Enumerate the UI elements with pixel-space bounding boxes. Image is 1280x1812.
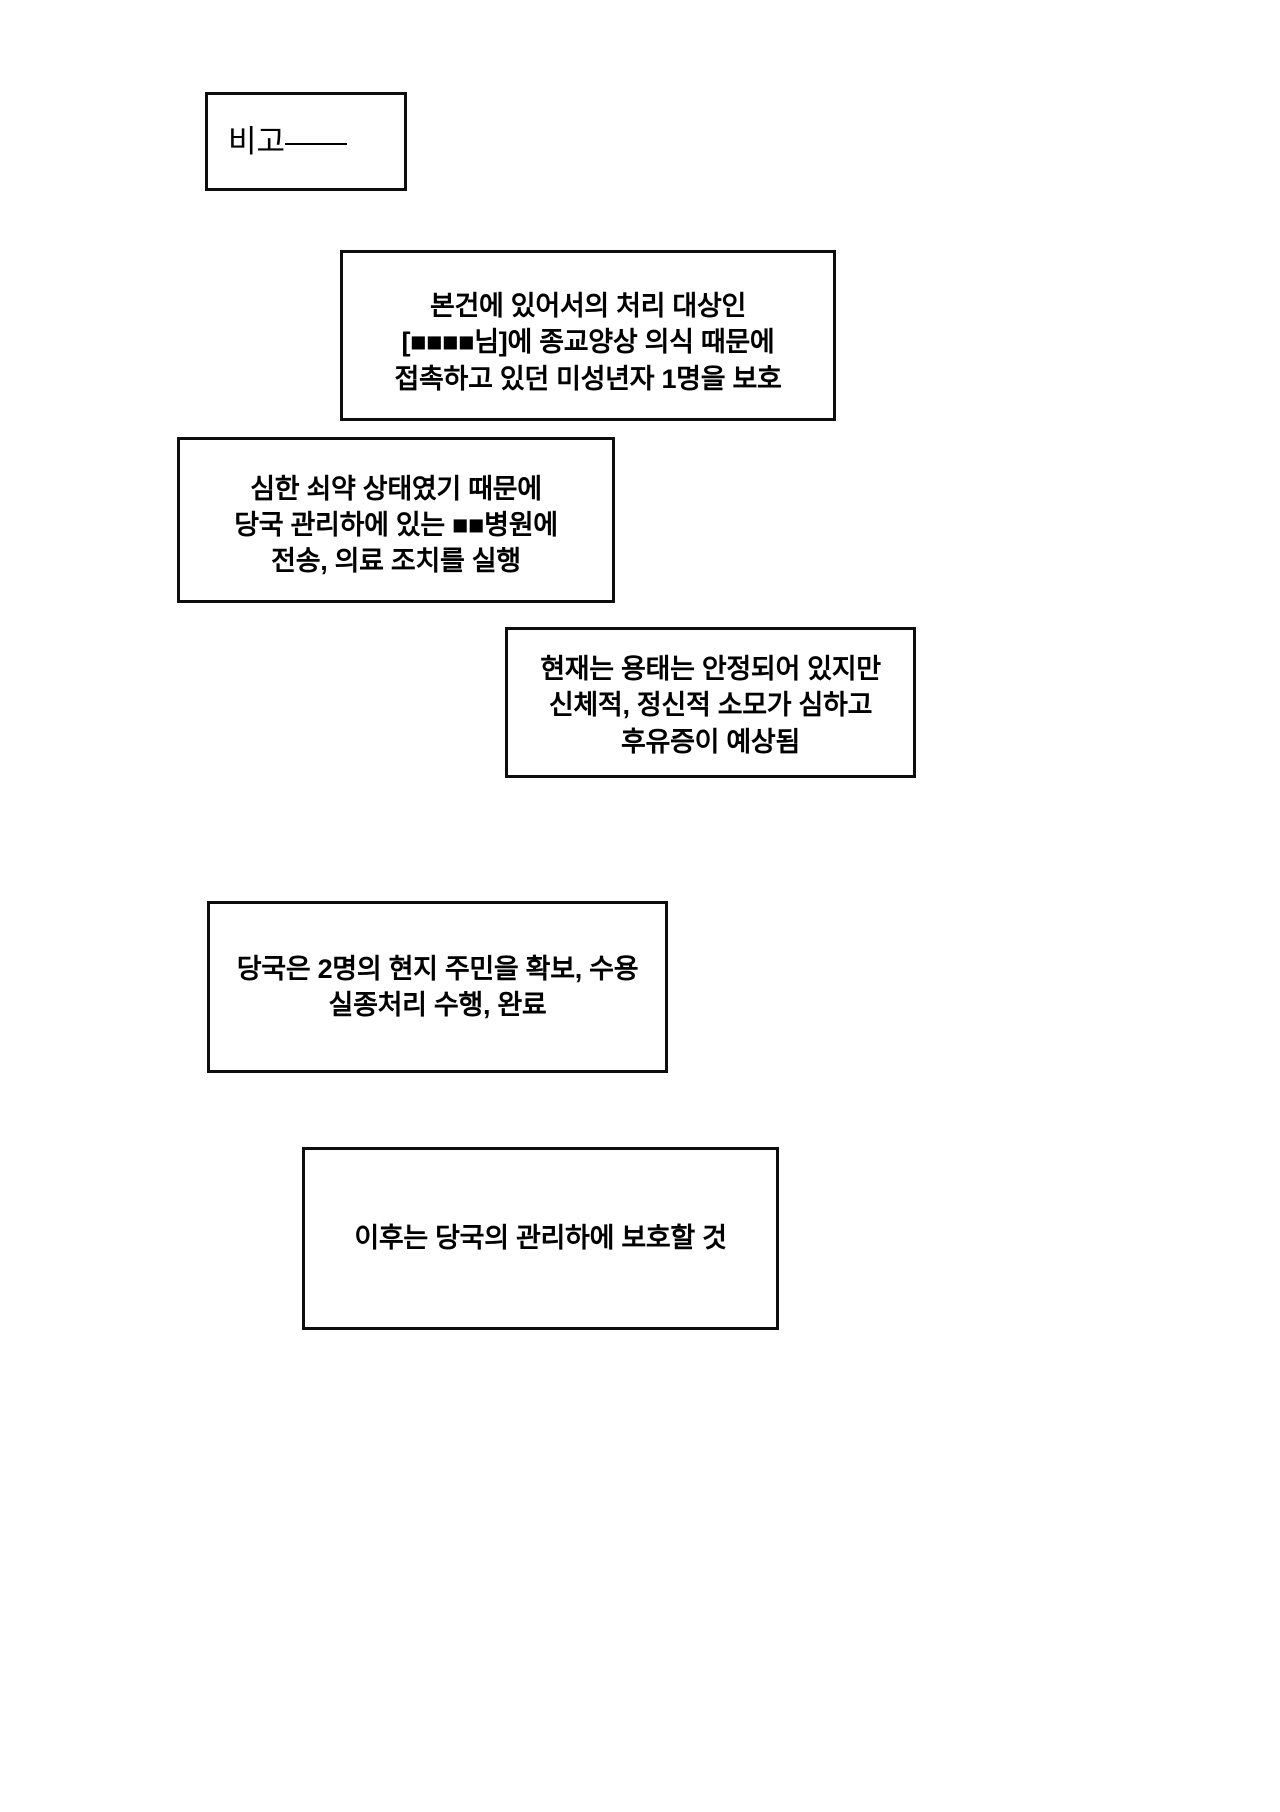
hospital-transfer-line-3: 전송, 의료 조치를 실행 xyxy=(271,546,521,577)
minor-protection-line-3: 접촉하고 있던 미성년자 1명을 보호 xyxy=(394,363,782,394)
remarks-header-box: 비고—— xyxy=(205,92,407,191)
residents-secured-box: 당국은 2명의 현지 주민을 확보, 수용 실종처리 수행, 완료 xyxy=(207,901,668,1073)
hospital-transfer-line-1: 심한 쇠약 상태였기 때문에 xyxy=(250,473,542,504)
hospital-transfer-box: 심한 쇠약 상태였기 때문에 당국 관리하에 있는 ■■병원에 전송, 의료 조… xyxy=(177,437,615,603)
condition-status-box: 현재는 용태는 안정되어 있지만 신체적, 정신적 소모가 심하고 후유증이 예… xyxy=(505,627,916,778)
condition-status-line-1: 현재는 용태는 안정되어 있지만 xyxy=(540,654,881,685)
remarks-header-text: 비고—— xyxy=(228,123,348,159)
minor-protection-line-2: [■■■■님]에 종교양상 의식 때문에 xyxy=(401,327,775,358)
condition-status-line-2: 신체적, 정신적 소모가 심하고 xyxy=(548,690,873,721)
future-custody-line-1: 이후는 당국의 관리하에 보호할 것 xyxy=(354,1223,727,1254)
future-custody-box: 이후는 당국의 관리하에 보호할 것 xyxy=(302,1147,779,1330)
condition-status-line-3: 후유증이 예상됨 xyxy=(621,726,800,757)
residents-secured-line-2: 실종처리 수행, 완료 xyxy=(328,990,547,1020)
hospital-transfer-line-2: 당국 관리하에 있는 ■■병원에 xyxy=(234,509,558,540)
minor-protection-line-1: 본건에 있어서의 처리 대상인 xyxy=(429,291,747,322)
minor-protection-box: 본건에 있어서의 처리 대상인 [■■■■님]에 종교양상 의식 때문에 접촉하… xyxy=(340,250,836,421)
residents-secured-line-1: 당국은 2명의 현지 주민을 확보, 수용 xyxy=(236,953,639,984)
